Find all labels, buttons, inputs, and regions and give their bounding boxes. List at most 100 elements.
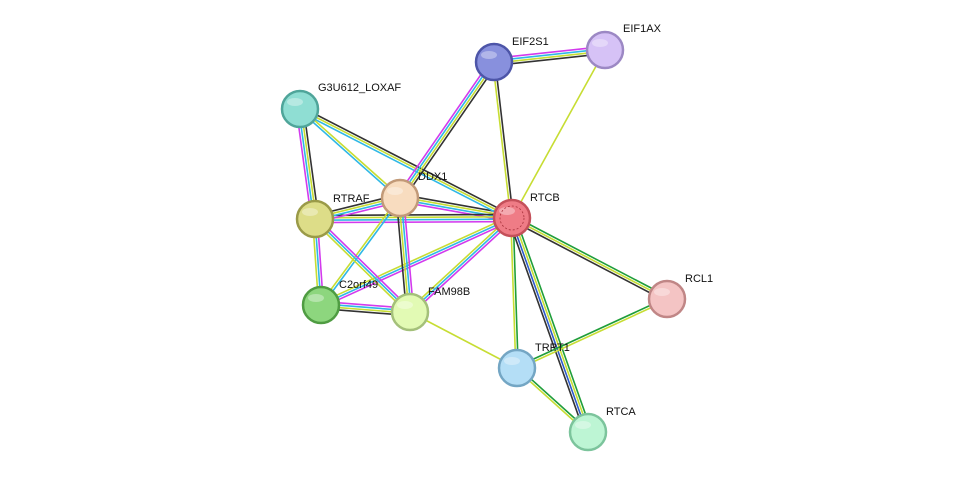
edge-evidence-line xyxy=(515,297,668,368)
node-label: FAM98B xyxy=(428,286,470,298)
edge-rtcb-g3u612_loxaf xyxy=(298,106,514,221)
edge-rtcb-rtca xyxy=(507,215,593,435)
edge-evidence-line xyxy=(516,299,669,370)
node-g3u612-loxaf[interactable]: G3U612_LOXAF xyxy=(280,82,401,129)
node-gloss xyxy=(387,187,403,195)
edge-ddx1-c2orf49 xyxy=(319,196,402,307)
edge-evidence-line xyxy=(402,63,498,201)
node-gloss xyxy=(302,208,318,216)
edge-evidence-line xyxy=(320,217,513,306)
edge-rtcb-eif1ax xyxy=(511,49,606,219)
edge-evidence-line xyxy=(299,107,402,198)
edge-fam98b-trpt1 xyxy=(409,311,518,369)
node-gloss xyxy=(504,357,520,365)
node-label: TRPT1 xyxy=(535,342,570,354)
node-label: C2orf49 xyxy=(339,279,378,291)
edge-evidence-line xyxy=(402,196,415,313)
edge-evidence-line xyxy=(299,108,513,219)
edge-evidence-line xyxy=(319,215,512,304)
node-label: EIF2S1 xyxy=(512,36,549,48)
edge-evidence-line xyxy=(395,197,408,314)
node-gloss xyxy=(397,301,413,309)
edge-evidence-line xyxy=(314,220,513,224)
node-label: RTCB xyxy=(530,192,560,204)
edge-rtcb-rcl1 xyxy=(510,215,669,302)
edge-evidence-line xyxy=(298,110,512,221)
node-circle[interactable] xyxy=(497,348,537,388)
node-gloss xyxy=(499,207,515,215)
edge-evidence-line xyxy=(314,216,513,219)
node-trpt1[interactable]: TRPT1 xyxy=(497,342,570,388)
edge-evidence-line xyxy=(512,216,590,433)
edge-rtcb-eif2s1 xyxy=(492,61,514,219)
node-label: RTRAF xyxy=(333,193,370,205)
node-label: RTCA xyxy=(606,406,636,418)
node-label: G3U612_LOXAF xyxy=(318,82,401,94)
node-circle[interactable] xyxy=(301,285,341,325)
edge-evidence-line xyxy=(321,219,514,308)
edge-evidence-line xyxy=(512,215,669,298)
edge-rtraf-fam98b xyxy=(312,216,413,315)
edge-evidence-line xyxy=(507,218,586,435)
edge-evidence-line xyxy=(407,215,512,312)
node-circle[interactable] xyxy=(492,198,532,238)
node-gloss xyxy=(654,288,670,296)
edge-rtcb-c2orf49 xyxy=(319,215,514,308)
node-c2orf49[interactable]: C2orf49 xyxy=(301,279,378,325)
node-rtca[interactable]: RTCA xyxy=(568,406,636,452)
edge-evidence-line xyxy=(312,219,410,315)
node-circle[interactable] xyxy=(295,199,335,239)
edge-evidence-line xyxy=(319,196,400,306)
node-label: EIF1AX xyxy=(623,23,662,35)
node-circle[interactable] xyxy=(390,292,430,332)
edge-evidence-line xyxy=(510,219,667,302)
node-gloss xyxy=(592,39,608,47)
edge-evidence-line xyxy=(398,200,513,223)
edge-evidence-line xyxy=(410,218,515,315)
edge-evidence-line xyxy=(511,49,606,219)
node-circle[interactable] xyxy=(280,89,320,129)
node-fam98b[interactable]: FAM98B xyxy=(390,286,470,332)
node-ddx1[interactable]: DDX1 xyxy=(380,171,447,218)
node-rcl1[interactable]: RCL1 xyxy=(647,273,713,319)
node-circle[interactable] xyxy=(568,412,608,452)
node-circle[interactable] xyxy=(474,42,514,82)
edge-trpt1-rcl1 xyxy=(515,297,669,370)
edge-evidence-line xyxy=(494,61,514,219)
node-eif1ax[interactable]: EIF1AX xyxy=(585,23,662,70)
edge-evidence-line xyxy=(512,217,519,369)
edge-evidence-line xyxy=(510,217,588,434)
edge-evidence-line xyxy=(400,61,496,200)
edge-ddx1-g3u612_loxaf xyxy=(298,107,402,200)
node-gloss xyxy=(308,294,324,302)
edge-evidence-line xyxy=(314,218,411,313)
edge-evidence-line xyxy=(314,218,513,221)
edge-evidence-line xyxy=(398,60,494,199)
node-label: RCL1 xyxy=(685,273,713,285)
edge-evidence-line xyxy=(492,61,512,219)
edge-evidence-line xyxy=(511,217,668,300)
edge-evidence-line xyxy=(409,217,513,313)
node-gloss xyxy=(481,51,497,59)
edge-evidence-line xyxy=(396,59,492,197)
edge-evidence-line xyxy=(300,106,514,217)
edge-evidence-line xyxy=(298,109,401,200)
node-circle[interactable] xyxy=(380,178,420,218)
edge-ddx1-eif2s1 xyxy=(396,59,498,201)
node-label: DDX1 xyxy=(418,171,447,183)
node-circle[interactable] xyxy=(647,279,687,319)
edge-evidence-line xyxy=(409,311,518,369)
structure-glyph xyxy=(499,205,525,231)
edge-evidence-line xyxy=(514,215,593,432)
node-rtcb[interactable]: RTCB xyxy=(492,192,560,238)
node-eif2s1[interactable]: EIF2S1 xyxy=(474,36,549,82)
edge-evidence-line xyxy=(510,217,517,369)
node-circle[interactable] xyxy=(585,30,625,70)
edge-rtcb-fam98b xyxy=(407,215,515,315)
node-gloss xyxy=(575,421,591,429)
node-rtraf[interactable]: RTRAF xyxy=(295,193,370,239)
edge-rtcb-trpt1 xyxy=(510,217,519,369)
node-gloss xyxy=(287,98,303,106)
